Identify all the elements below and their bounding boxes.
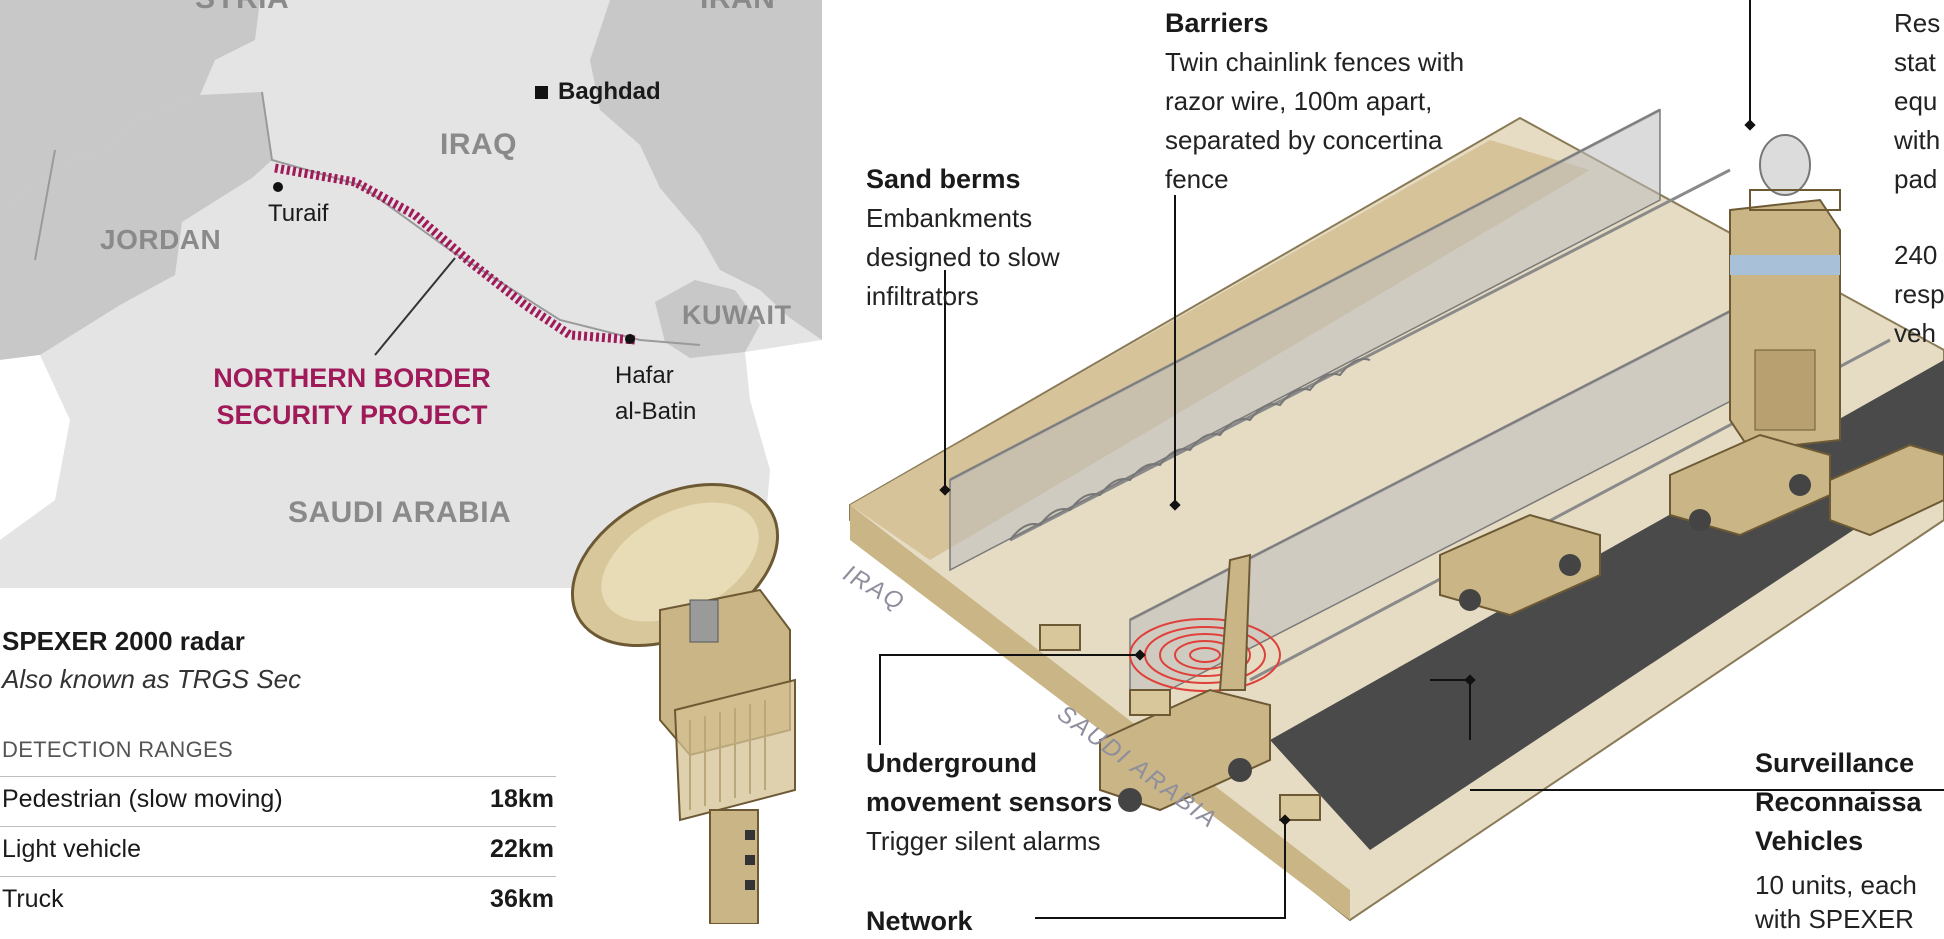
country-label-iran: IRAN — [700, 0, 775, 16]
country-label-jordan: JORDAN — [100, 224, 222, 255]
callout-surveillance-heading-3: Vehicles — [1755, 826, 1864, 856]
callout-sensors-heading-1: Underground — [866, 748, 1037, 778]
range-row: Light vehicle 22km — [0, 826, 556, 875]
country-label-iraq: IRAQ — [440, 128, 517, 161]
city-label-al-batin: al-Batin — [615, 398, 697, 425]
range-label: Light vehicle — [2, 835, 141, 863]
callout-surveillance-body-2: with SPEXER — [1755, 904, 1914, 934]
callout-barriers-heading: Barriers — [1165, 8, 1269, 38]
range-value: 22km — [490, 835, 554, 863]
callout-sand-berms-body: Embankments designed to slow infiltrator… — [866, 203, 1060, 311]
callout-sensors-body: Trigger silent alarms — [866, 826, 1101, 856]
city-label-baghdad: Baghdad — [558, 78, 661, 105]
capital-marker — [535, 86, 548, 99]
range-value: 36km — [490, 885, 554, 913]
city-label-hafar: Hafar — [615, 362, 674, 389]
syria-land — [0, 0, 260, 210]
callout-response-line: with — [1894, 125, 1941, 155]
city-dot-hafar — [625, 334, 635, 344]
map-graphic — [0, 0, 822, 588]
water-gulf — [745, 340, 822, 588]
jordan-land — [0, 92, 272, 360]
callout-response-line: pad — [1894, 164, 1938, 194]
callout-response-line: equ — [1894, 86, 1938, 116]
water-west — [0, 355, 70, 540]
callout-sand-berms-heading: Sand berms — [866, 164, 1021, 194]
range-label: Truck — [2, 885, 64, 913]
country-label-saudi-arabia: SAUDI ARABIA — [288, 496, 512, 529]
callout-response-line: Res — [1894, 8, 1941, 38]
city-dot-turaif — [273, 182, 283, 192]
callout-response-line: 240 — [1894, 240, 1938, 270]
project-label: NORTHERN BORDER SECURITY PROJECT — [213, 363, 491, 430]
callout-surveillance-heading-2: Reconnaissa — [1755, 787, 1922, 817]
radar-title: SPEXER 2000 radar — [2, 626, 245, 656]
range-row: Pedestrian (slow moving) 18km — [0, 776, 556, 825]
range-row: Truck 36km — [0, 876, 556, 925]
regional-map: SYRIA IRAN IRAQ JORDAN KUWAIT SAUDI ARAB… — [0, 0, 822, 588]
callout-surveillance-body-1: 10 units, each — [1755, 870, 1917, 900]
country-label-kuwait: KUWAIT — [682, 300, 792, 330]
border-barrier-diagram: IRAQ SAUDI ARABIA Barriers Twin chainlin… — [830, 0, 1944, 936]
ranges-heading: DETECTION RANGES — [2, 737, 233, 762]
callout-response-line: stat — [1894, 47, 1936, 77]
callout-network-heading: Network — [866, 906, 973, 936]
callout-response-line: veh — [1894, 318, 1936, 348]
country-label-syria: SYRIA — [195, 0, 289, 16]
callout-response-line: resp — [1894, 279, 1944, 309]
city-label-turaif: Turaif — [268, 200, 329, 227]
callout-surveillance-heading-1: Surveillance — [1755, 748, 1915, 778]
radar-illustration — [570, 482, 796, 924]
callout-sensors-heading-2: movement sensors — [866, 787, 1113, 817]
radar-subtitle: Also known as TRGS Sec — [2, 664, 302, 694]
barrier-illustration — [849, 0, 1944, 922]
project-route — [274, 163, 636, 345]
iran-land — [590, 0, 822, 340]
range-label: Pedestrian (slow moving) — [2, 785, 283, 813]
callout-barriers-body: Twin chainlink fences with razor wire, 1… — [1165, 47, 1465, 194]
range-value: 18km — [490, 785, 554, 813]
kuwait-land — [655, 280, 760, 358]
